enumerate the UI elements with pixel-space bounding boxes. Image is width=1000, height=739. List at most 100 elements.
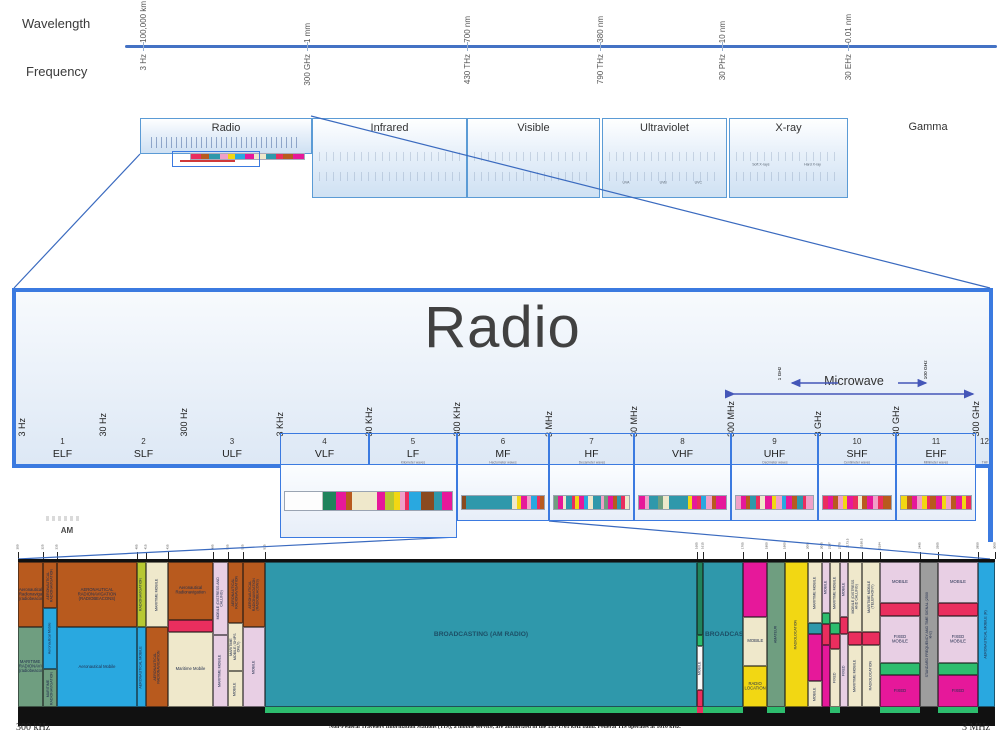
- alloc-segment-label: MARITIME MOBILE: [155, 578, 159, 611]
- mini-strip-seg: [662, 496, 669, 509]
- alloc-tick-mark: [830, 552, 831, 559]
- mini-strip-seg: [941, 496, 947, 509]
- allocation-start-label: 300 kHz: [16, 722, 51, 733]
- radio-band-name-lf: LF: [406, 448, 420, 460]
- mini-strip-seg: [917, 496, 922, 509]
- alloc-segment: MOBILE: [938, 562, 978, 603]
- alloc-tick-label: 525: [241, 544, 245, 550]
- axis-tick-mark: [307, 42, 308, 51]
- alloc-tick-mark: [146, 552, 147, 559]
- mini-strip-seg: [322, 492, 336, 510]
- band-sub-label: UVB: [659, 181, 667, 185]
- radio-band-number: 7: [589, 437, 594, 446]
- alloc-segment: MARITIME MOBILE: [848, 644, 862, 707]
- mini-strip-seg: [901, 496, 907, 509]
- alloc-tick-mark: [57, 552, 58, 559]
- radio-band-name-vhf: VHF: [672, 448, 693, 460]
- radio-band-name-mf: MF: [495, 448, 511, 460]
- mini-strip-seg: [764, 496, 773, 509]
- radio-panel-title: Radio: [424, 295, 581, 360]
- alloc-segment: AERONAUTICAL RADIONAVIGATION: [146, 627, 168, 707]
- alloc-column-5: MARITIME MOBILE AERONAUTICAL RADIONAVIGAT…: [146, 562, 168, 707]
- alloc-segment: [840, 617, 848, 635]
- mini-strip-seg: [285, 492, 323, 510]
- axis-tick-mark: [143, 42, 144, 51]
- alloc-segment-label: FIXED MOBILE: [892, 634, 908, 644]
- alloc-tick-mark: [265, 552, 266, 559]
- mini-box-ehf: [896, 464, 976, 521]
- allocation-top-border: [18, 559, 995, 562]
- mini-strip-seg: [838, 496, 843, 509]
- alloc-segment: MOBILE: [743, 617, 767, 667]
- alloc-segment: AERONAUTICAL MOBILE: [137, 627, 146, 707]
- mini-box-vhf: [634, 464, 731, 521]
- alloc-segment: [880, 602, 920, 616]
- alloc-segment: Aeronautical Mobile: [57, 627, 137, 707]
- alloc-tick-label: 325: [41, 544, 45, 550]
- alloc-segment: Aeronautical Radionavigation (radiobeaco…: [18, 562, 43, 628]
- mini-strip-seg: [540, 496, 544, 509]
- mini-strip-seg: [946, 496, 952, 509]
- wavelength-tick-label: 100,000 km: [139, 1, 148, 43]
- mini-strip-seg: [566, 496, 573, 509]
- alloc-segment-label: AERONAUTICAL MOBILE (R): [984, 610, 989, 659]
- radio-band-sub: Millimeter waves: [923, 461, 949, 465]
- mini-strip-seg: [648, 496, 659, 509]
- mini-strip-seg: [625, 496, 630, 509]
- alloc-tick-label: 1800: [765, 541, 769, 549]
- alloc-segment-label: Aeronautical Mobile: [48, 623, 52, 655]
- band-sub-label: UVA: [622, 181, 630, 185]
- alloc-segment-label: MOBILE (DISTRESS AND CALLING): [851, 579, 859, 614]
- alloc-segment: MARITIME MOBILE (TELEPHONY): [862, 562, 880, 632]
- mini-strip-seg: [687, 496, 692, 509]
- mini-strip-seg: [930, 496, 936, 509]
- alloc-segment-label: AERONAUTICAL RADIONAVIGATION: [231, 575, 240, 609]
- alloc-column-20: MOBILE (DISTRESS AND CALLING) MARITIME MO…: [848, 562, 862, 707]
- micro-strip-seg: [200, 154, 209, 159]
- alloc-segment: MOBILE: [808, 680, 822, 707]
- mini-strip-seg: [511, 496, 517, 509]
- alloc-segment-label: MARITIME RADIONAVIGATION: [46, 671, 54, 705]
- alloc-tick-label: 2495: [918, 541, 922, 549]
- mini-strip-seg: [833, 496, 839, 509]
- mini-strip-seg: [842, 496, 847, 509]
- radio-panel: Radio: [12, 288, 993, 468]
- mini-strip-seg: [711, 496, 717, 509]
- spectrum-band-box-infrared: Infrared: [312, 118, 467, 198]
- mini-strip-seg: [740, 496, 747, 509]
- microwave-label: Microwave: [824, 374, 884, 388]
- mini-strip-mf: [461, 495, 545, 510]
- alloc-segment: [697, 634, 703, 647]
- alloc-segment-label: MARITIME MOBILE: [853, 659, 857, 692]
- mini-strip-seg: [520, 496, 528, 509]
- mini-strip-seg: [853, 496, 858, 509]
- radio-band-number: 4: [322, 437, 327, 446]
- alloc-tick-mark: [228, 552, 229, 559]
- alloc-segment: Aeronautical Radionavigation: [168, 562, 213, 620]
- alloc-segment-label: MARITIME MOBILE: [813, 576, 817, 609]
- alloc-tick-mark: [938, 552, 939, 559]
- spectrum-band-title: Infrared: [370, 122, 409, 134]
- alloc-segment-label: FIXED: [833, 672, 837, 684]
- alloc-tick-label: 2107: [828, 541, 832, 549]
- mini-strip-seg: [912, 496, 918, 509]
- frequency-tick-label: 790 THz: [596, 54, 605, 85]
- alloc-tick-label: 2850: [976, 541, 980, 549]
- radio-freq-tick: 300 MHz: [726, 400, 736, 437]
- alloc-segment: FIXED: [938, 675, 978, 707]
- mini-strip-seg: [951, 496, 956, 509]
- faint-detail-row: [609, 151, 720, 161]
- alloc-segment-label: AERONAUTICAL MOBILE: [139, 645, 144, 689]
- mini-strip-seg: [600, 496, 605, 509]
- spectrum-band-title: Radio: [211, 122, 241, 134]
- alloc-segment-label: MOBILE: [747, 639, 763, 644]
- mini-box-hf: [549, 464, 634, 521]
- spectrum-band-title: Ultraviolet: [640, 122, 689, 134]
- alloc-segment: RADIOLOCATION: [862, 644, 880, 707]
- alloc-tick-mark: [168, 552, 169, 559]
- mini-strip-hf: [553, 495, 630, 510]
- alloc-segment-label: MOBILE: [824, 580, 828, 595]
- alloc-column-15: RADIOLOCATION: [785, 562, 808, 707]
